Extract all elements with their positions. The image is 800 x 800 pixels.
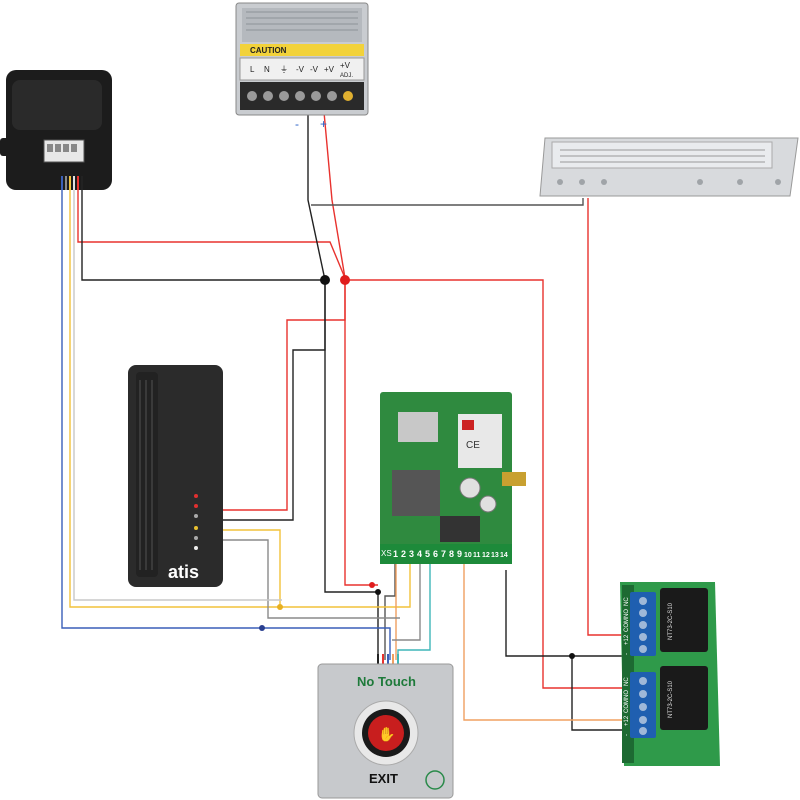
wire-psu-plus	[323, 111, 346, 279]
relay1-term-com: COM	[624, 618, 630, 632]
wires	[61, 111, 625, 731]
wire-psu-minus	[307, 112, 326, 281]
relay1-term-12: +12	[624, 634, 630, 645]
psu-term-4: -V	[296, 65, 305, 74]
gsm-ce-mark: CE	[466, 440, 480, 451]
relay2-term-gnd: -	[624, 734, 630, 736]
relay1-model: NT73-2C-S10	[668, 602, 674, 640]
wire-grey-reader	[220, 539, 400, 619]
junction-black-small	[375, 589, 381, 595]
reader-brand: atis	[168, 562, 199, 582]
wire-black-relay	[505, 570, 625, 731]
card-reader: atis	[128, 365, 223, 587]
junction-black	[320, 275, 330, 285]
psu-term-1: L	[250, 65, 255, 74]
exit-button: No Touch ✋ EXIT	[317, 654, 454, 799]
junction-relay	[569, 653, 575, 659]
gsm-term-7: 7	[441, 549, 446, 559]
relay1-term-no: NO	[624, 609, 630, 618]
gsm-term-14: 14	[500, 552, 508, 559]
gsm-term-3: 3	[409, 549, 414, 559]
junction-yellow	[277, 604, 283, 610]
gsm-term-10: 10	[464, 552, 472, 559]
psu-term-5: -V	[310, 65, 319, 74]
psu-term-6: +V	[324, 65, 335, 74]
junction-red-small	[369, 582, 375, 588]
psu-term-3: ⏚	[280, 65, 288, 74]
junction-red	[340, 275, 350, 285]
wire-cyan	[397, 562, 431, 660]
relay2-term-no: NO	[624, 690, 630, 699]
wire-grey-gsm2	[392, 560, 421, 641]
exit-logo	[425, 770, 445, 790]
wire-red-lock	[587, 198, 625, 636]
exit-bottom-text: EXIT	[369, 771, 398, 786]
relay-board: NT73-2C-S10 NT73-2C-S10 NC NO COM +12 - …	[620, 582, 720, 766]
wire-red-to-reader	[220, 278, 346, 511]
relay2-model: NT73-2C-S10	[668, 680, 674, 718]
psu-minus-sign: -	[295, 117, 299, 131]
psu-caution-label: CAUTION	[250, 46, 287, 55]
wire-red-bus-left	[77, 190, 346, 279]
wire-lock-grey	[311, 198, 584, 206]
gsm-term-12: 12	[482, 552, 490, 559]
gsm-term-1: 1	[393, 549, 398, 559]
gsm-term-5: 5	[425, 549, 430, 559]
wire-orange	[463, 562, 625, 721]
hand-icon: ✋	[378, 726, 395, 742]
psu-plus-sign: +	[320, 117, 327, 131]
wire-black-bus-left	[81, 190, 325, 281]
wire-black-to-button	[324, 280, 379, 660]
gsm-term-9: 9	[457, 549, 462, 559]
magnetic-lock	[539, 137, 799, 197]
wire-yellow-gsm	[280, 560, 411, 608]
gsm-controller: CE XS 1 2 3 4 5 6 7 8 9 10 11 12 13 14	[380, 392, 526, 564]
exit-top-text: No Touch	[357, 674, 416, 689]
wire-red-to-gsm	[344, 278, 378, 586]
psu-adj-label: ADJ.	[340, 73, 353, 79]
gsm-term-8: 8	[449, 549, 454, 559]
gsm-xs-label: XS	[381, 549, 392, 558]
controller-box	[0, 70, 112, 190]
junction-blue	[259, 625, 265, 631]
wire-blue	[61, 190, 391, 660]
gsm-term-6: 6	[433, 549, 438, 559]
psu-term-7: +V	[340, 61, 351, 70]
relay2-term-com: COM	[624, 699, 630, 713]
gsm-term-4: 4	[417, 549, 422, 559]
relay1-term-nc: NC	[624, 597, 630, 606]
junctions	[259, 275, 575, 659]
gsm-term-11: 11	[473, 552, 481, 559]
wire-white-reader	[73, 190, 282, 601]
relay2-term-12: +12	[624, 715, 630, 726]
wire-black-to-reader	[220, 280, 326, 521]
relay1-term-gnd: -	[624, 653, 630, 655]
gsm-term-2: 2	[401, 549, 406, 559]
wire-red-right	[345, 279, 625, 689]
psu-term-2: N	[264, 65, 270, 74]
gsm-term-13: 13	[491, 552, 499, 559]
power-supply: CAUTION L N ⏚ -V -V +V +V ADJ. - +	[235, 2, 369, 131]
relay2-term-nc: NC	[624, 677, 630, 686]
